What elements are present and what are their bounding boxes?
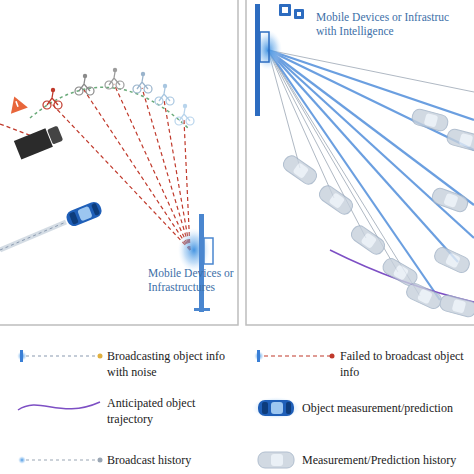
legend-sample-history bbox=[18, 456, 103, 464]
car-trajectory bbox=[0, 222, 66, 250]
history-cars bbox=[281, 108, 474, 319]
legend-text: Failed to broadcast object info bbox=[340, 348, 470, 380]
warning-sign bbox=[6, 93, 28, 113]
device-label: Mobile Devices or Infrastruc bbox=[316, 10, 474, 24]
legend-sample-broadcast bbox=[17, 350, 103, 362]
broadcast-history-lines bbox=[268, 50, 474, 296]
cyclist-icon bbox=[75, 74, 94, 95]
cyclist-icon bbox=[155, 84, 174, 105]
car-icon bbox=[64, 200, 103, 228]
cyclist-icon bbox=[175, 104, 194, 125]
broadcast-lines bbox=[268, 50, 474, 300]
legend-sample-ghost bbox=[258, 452, 294, 468]
legend-sample-car bbox=[252, 397, 300, 419]
legend-text: Broadcast history bbox=[107, 452, 242, 468]
failed-broadcast-lines bbox=[52, 84, 190, 250]
legend-text: Anticipated object trajectory bbox=[107, 395, 242, 427]
legend-sample-trajectory bbox=[18, 402, 100, 410]
legend-text: Broadcasting object info with noise bbox=[107, 348, 242, 380]
legend-text: Measurement/Prediction history bbox=[302, 452, 474, 468]
failed-broadcast-line bbox=[0, 124, 32, 136]
device-label: with Intelligence bbox=[316, 24, 474, 38]
cyclist-icon bbox=[133, 72, 152, 93]
device-label: Mobile Devices or Infrastructures bbox=[148, 266, 243, 294]
infrastructure-tower bbox=[178, 214, 213, 312]
intelligent-tower bbox=[254, 4, 304, 116]
truck-icon bbox=[14, 124, 64, 160]
legend-sample-failed bbox=[254, 350, 335, 362]
cyclist-icon bbox=[105, 68, 124, 89]
cyclist-icon bbox=[43, 88, 62, 109]
panel-frame bbox=[246, 0, 474, 325]
legend-text: Object measurement/prediction bbox=[302, 400, 474, 416]
